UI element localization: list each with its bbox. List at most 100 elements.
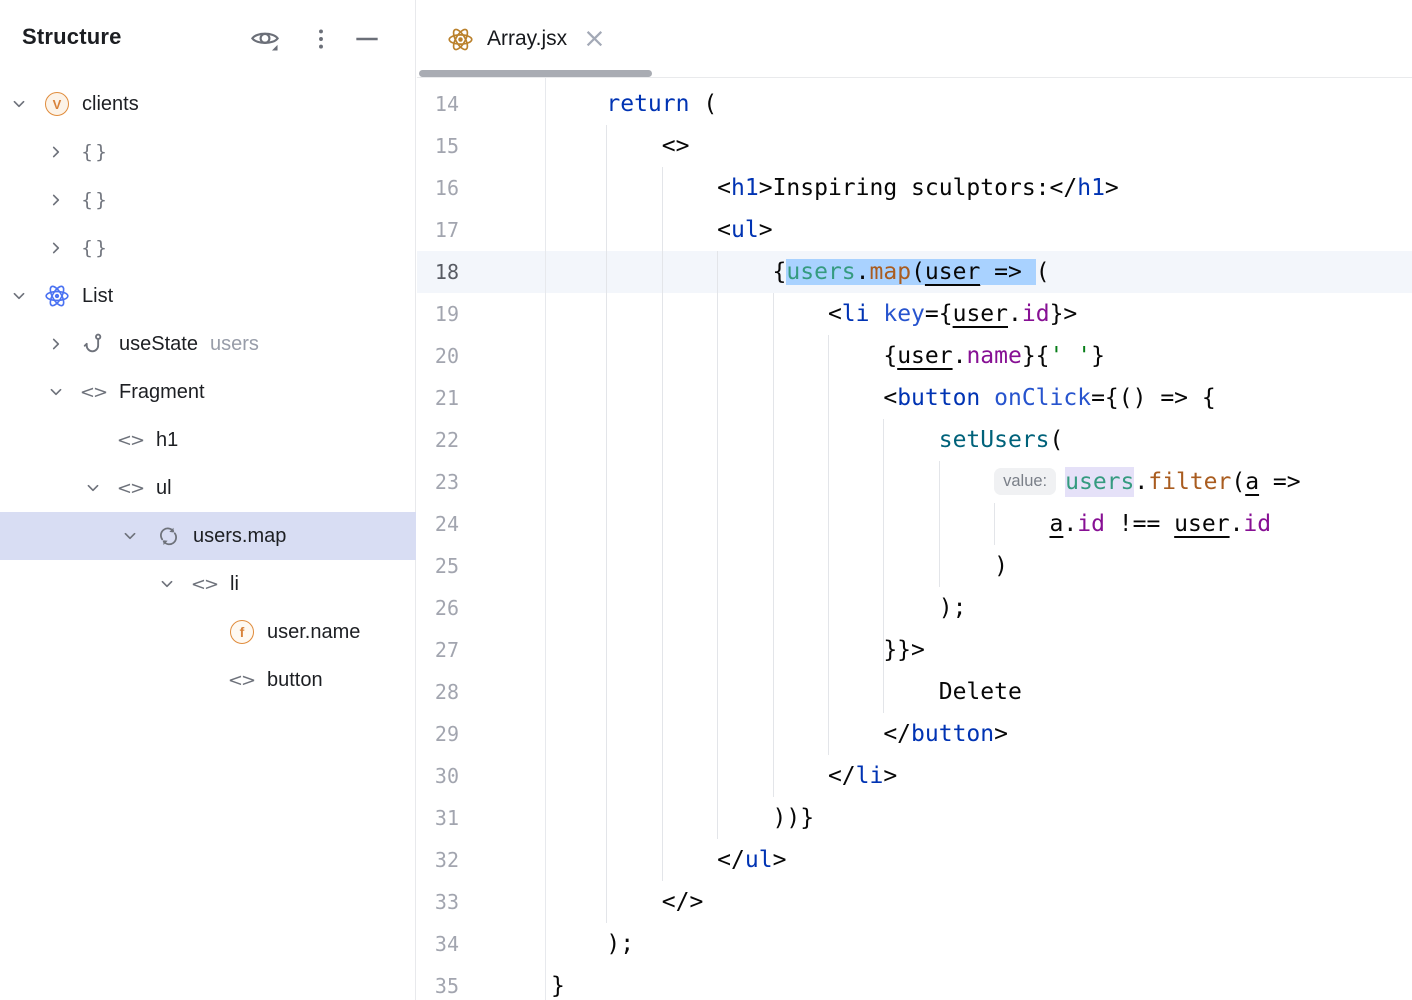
code-line-17[interactable]: 17 <ul> [417, 209, 1412, 251]
code-line-19[interactable]: 19 <li key={user.id}> [417, 293, 1412, 335]
code-token: } [551, 973, 565, 999]
code-token [551, 469, 994, 495]
close-icon[interactable]: × [583, 29, 606, 49]
tree-item-clients[interactable]: Vclients [0, 80, 416, 128]
code-token: < [551, 217, 731, 243]
code-line-22[interactable]: 22 setUsers( [417, 419, 1412, 461]
chevron-right-icon[interactable] [45, 141, 67, 163]
tree-item-label: li [230, 573, 239, 596]
chevron-down-icon[interactable] [8, 285, 30, 307]
tree-item-object-literal[interactable]: { } [0, 224, 416, 272]
code-token: </> [551, 889, 703, 915]
code-text: return ( [459, 83, 717, 125]
code-token: . [856, 259, 870, 285]
chevron-down-icon[interactable] [45, 381, 67, 403]
line-number: 35 [417, 965, 459, 1000]
hide-panel-button[interactable] [350, 22, 384, 56]
code-text: ) [459, 545, 1008, 587]
code-token: => [980, 259, 1035, 285]
code-token: h1 [731, 175, 759, 201]
code-token: ul [745, 847, 773, 873]
code-line-20[interactable]: 20 {user.name}{' '} [417, 335, 1412, 377]
code-line-14[interactable]: 14 return ( [417, 83, 1412, 125]
code-line-15[interactable]: 15 <> [417, 125, 1412, 167]
tree-item-user.name[interactable]: fuser.name [0, 608, 416, 656]
code-line-31[interactable]: 31 ))} [417, 797, 1412, 839]
code-line-27[interactable]: 27 }}> [417, 629, 1412, 671]
code-token: ( [911, 259, 925, 285]
chevron-down-icon[interactable] [119, 525, 141, 547]
tree-item-label: ul [156, 477, 172, 500]
tree-item-ul[interactable]: <> ul [0, 464, 416, 512]
code-line-30[interactable]: 30 </li> [417, 755, 1412, 797]
tree-item-h1[interactable]: <>h1 [0, 416, 416, 464]
line-number: 22 [417, 419, 459, 461]
tree-item-usestate[interactable]: useStateusers [0, 320, 416, 368]
code-token: user [925, 259, 980, 285]
code-line-26[interactable]: 26 ); [417, 587, 1412, 629]
code-line-34[interactable]: 34 ); [417, 923, 1412, 965]
tree-item-object-literal[interactable]: { } [0, 128, 416, 176]
code-token: . [1008, 301, 1022, 327]
chevron-spacer [193, 669, 215, 691]
code-line-21[interactable]: 21 <button onClick={() => { [417, 377, 1412, 419]
code-rows: 14 return (15 <>16 <h1>Inspiring sculpto… [417, 83, 1412, 1000]
code-token [551, 511, 1050, 537]
editor-tab-bar: Array.jsx × [417, 0, 1412, 78]
code-line-32[interactable]: 32 </ul> [417, 839, 1412, 881]
code-line-24[interactable]: 24 a.id !== user.id [417, 503, 1412, 545]
tree-item-button[interactable]: <>button [0, 656, 416, 704]
code-token: > [759, 217, 773, 243]
line-number: 23 [417, 461, 459, 503]
code-line-23[interactable]: 23 value:users.filter(a => [417, 461, 1412, 503]
code-token: => [1259, 469, 1301, 495]
more-options-button[interactable] [304, 22, 338, 56]
tree-item-list[interactable]: List [0, 272, 416, 320]
chevron-right-icon[interactable] [45, 189, 67, 211]
code-token: ) [551, 553, 1008, 579]
code-token: ); [551, 595, 966, 621]
code-token [870, 301, 884, 327]
panel-title: Structure [22, 24, 122, 50]
tree-item-fragment[interactable]: <>Fragment [0, 368, 416, 416]
chevron-right-icon[interactable] [45, 237, 67, 259]
code-line-25[interactable]: 25 ) [417, 545, 1412, 587]
structure-panel-header: Structure [0, 0, 415, 80]
code-line-35[interactable]: 35} [417, 965, 1412, 1000]
chevron-down-icon[interactable] [82, 477, 104, 499]
code-token: . [1134, 469, 1148, 495]
tree-item-object-literal[interactable]: { } [0, 176, 416, 224]
code-text: <button onClick={() => { [459, 377, 1216, 419]
view-options-button[interactable] [248, 22, 282, 56]
code-token: ={ [925, 301, 953, 327]
code-line-33[interactable]: 33 </> [417, 881, 1412, 923]
code-token: > [883, 763, 897, 789]
code-text: } [459, 965, 565, 1000]
eye-icon [249, 23, 281, 55]
code-line-16[interactable]: 16 <h1>Inspiring sculptors:</h1> [417, 167, 1412, 209]
tag-icon: <> [81, 379, 107, 405]
code-token: map [870, 259, 912, 285]
code-token: }{ [1022, 343, 1050, 369]
code-line-18[interactable]: 18 {users.map(user => ( [417, 251, 1412, 293]
chevron-spacer [193, 621, 215, 643]
braces-icon: { } [81, 139, 107, 165]
chevron-down-icon[interactable] [8, 93, 30, 115]
chevron-right-icon[interactable] [45, 333, 67, 355]
tag-icon: <> [118, 475, 144, 501]
react-icon [447, 26, 474, 53]
editor-tab-array-jsx[interactable]: Array.jsx × [419, 0, 632, 78]
tree-item-li[interactable]: <>li [0, 560, 416, 608]
code-token: setUsers [939, 427, 1050, 453]
code-token: !== [1105, 511, 1174, 537]
code-line-29[interactable]: 29 </button> [417, 713, 1412, 755]
tree-item-users.map[interactable]: users.map [0, 512, 416, 560]
code-token: id [1022, 301, 1050, 327]
structure-panel: Structure [0, 0, 416, 1000]
editor-area: Array.jsx × 14 return (15 <>16 <h1>Inspi… [417, 0, 1412, 1000]
code-line-28[interactable]: 28 Delete [417, 671, 1412, 713]
code-token: { [551, 259, 786, 285]
code-token [980, 385, 994, 411]
chevron-down-icon[interactable] [156, 573, 178, 595]
function-icon: f [229, 619, 255, 645]
